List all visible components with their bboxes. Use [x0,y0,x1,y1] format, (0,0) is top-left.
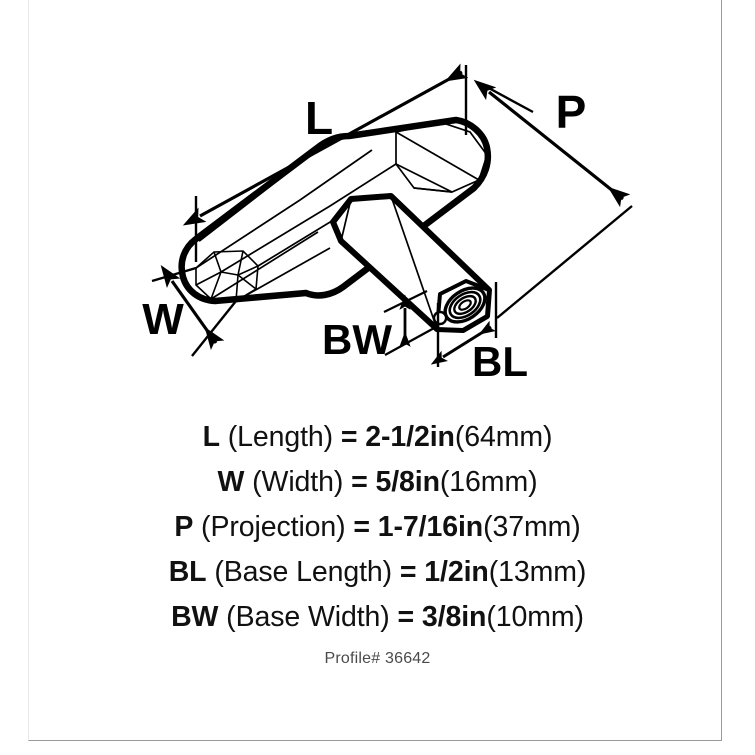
screw-insert-nub [432,310,448,326]
spec-code-BW: BW [171,601,219,633]
dimension-W-arrow-line [160,265,225,351]
spec-row-P: P (Projection) = 1-7/16in(37mm) [0,505,755,550]
dimension-P: P [473,79,633,319]
spec-value-BW: 3/8in [421,601,487,633]
dimension-BW-extension-bottom [384,326,437,356]
dimension-spec-list: L (Length) = 2-1/2in(64mm) W (Width) = 5… [0,415,755,668]
spec-name-L: (Length) [219,421,334,453]
spec-metric-BL: (13mm) [488,556,587,588]
spec-value-W: 5/8in [375,466,440,498]
spec-equals-BL: = [392,556,425,588]
profile-number: Profile# 36642 [324,650,431,667]
dimension-label-L: L [305,92,333,144]
dimension-P-extension-lower [496,205,633,319]
spec-code-P: P [174,511,194,543]
spec-code-W: W [217,466,245,498]
dimension-label-W: W [142,295,184,344]
dimension-BL-arrow-line [430,320,496,365]
dimension-BL: BL [430,282,528,385]
spec-name-P: (Projection) [193,511,346,543]
dimension-L-arrow-line [182,63,469,226]
spec-code-L: L [202,421,220,453]
spec-name-W: (Width) [244,466,344,498]
spec-name-BL: (Base Length) [206,556,393,588]
spec-metric-W: (16mm) [439,466,538,498]
spec-row-L: L (Length) = 2-1/2in(64mm) [0,415,755,460]
spec-equals-P: = [345,511,378,543]
dimension-L: L [182,63,469,262]
dimension-W: W [142,265,237,357]
dimension-W-extension-lower [191,300,237,357]
spec-metric-P: (37mm) [483,511,581,543]
spec-metric-BW: (10mm) [486,601,584,633]
spec-value-P: 1-7/16in [377,511,484,543]
spec-row-BW: BW (Base Width) = 3/8in(10mm) [0,595,755,640]
spec-equals-L: = [333,421,366,453]
knob-body-illustration [178,116,492,333]
spec-metric-L: (64mm) [454,421,553,453]
spec-row-W: W (Width) = 5/8in(16mm) [0,460,755,505]
spec-row-BL: BL (Base Length) = 1/2in(13mm) [0,550,755,595]
spec-value-L: 2-1/2in [365,421,455,453]
dimension-label-BL: BL [472,338,528,385]
dimension-BW: BW [322,290,437,363]
dimension-label-BW: BW [322,316,392,363]
spec-code-BL: BL [168,556,207,588]
spec-value-BL: 1/2in [424,556,489,588]
spec-name-BW: (Base Width) [218,601,390,633]
knob-technical-drawing: L W P BW BL [142,63,633,385]
dimension-P-arrow-line [473,79,631,208]
spec-equals-W: = [343,466,376,498]
dimension-label-P: P [556,86,587,138]
spec-equals-BW: = [389,601,422,633]
